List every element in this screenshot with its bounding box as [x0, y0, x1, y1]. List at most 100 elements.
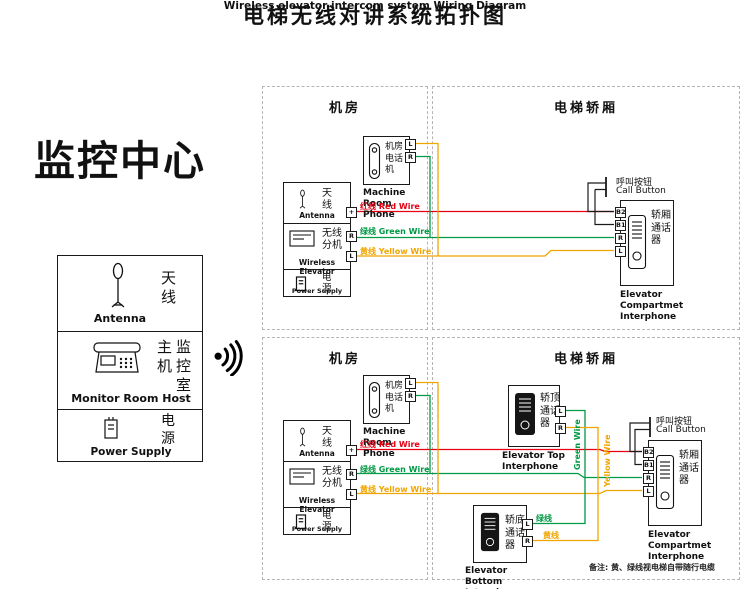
- terminal-b2: B2: [615, 207, 626, 218]
- terminal-l: L: [643, 486, 654, 497]
- note-text: 备注: 黄、绿线视电梯自带随行电缆: [589, 563, 715, 572]
- terminal-plus: +: [346, 445, 357, 456]
- green-wire-label-2: 绿线 Green Wire: [360, 465, 430, 474]
- antenna-icon: [299, 189, 306, 209]
- interphone-speaker-icon: [655, 454, 675, 510]
- machine-room-phone-label-en: Machine Room Phone: [363, 188, 406, 220]
- elevator-car-label-1: 电梯轿厢: [553, 101, 618, 116]
- yellow-wire-label-2: 黄线 Yellow Wire: [360, 485, 432, 494]
- machine-room-area-1: [262, 86, 428, 330]
- page-subtitle: Wireless elevator intercom system Wiring…: [223, 0, 527, 12]
- terminal-l: L: [346, 489, 357, 500]
- power-label-en: Power Supply: [90, 446, 172, 458]
- top-interphone-label-zh: 轿顶通话器: [540, 393, 560, 429]
- host-label-zh-col2: 监控室: [176, 338, 192, 394]
- power-supply-icon: [104, 417, 118, 439]
- machine-room-area-2: [262, 337, 428, 580]
- divider: [284, 269, 350, 270]
- top-interphone: 轿顶通话器 L R: [508, 385, 566, 447]
- antenna-label-en: Antenna: [299, 211, 335, 220]
- machine-room-phone-1: 机房电话机 L R: [363, 136, 416, 185]
- compartment-interphone-1: 轿厢通话器 B2 B1 R L: [615, 200, 674, 286]
- host-label-en: Monitor Room Host: [71, 392, 191, 405]
- bottom-interphone-label-zh: 轿底通话器: [505, 515, 525, 551]
- elevator-car-label-2: 电梯轿厢: [553, 352, 618, 367]
- wireless-unit-1: 天线 Antenna 无线分机 Wireless Elevator 电源 Pow…: [283, 182, 357, 297]
- terminal-l: L: [555, 406, 566, 417]
- power-label-zh: 电源: [161, 413, 175, 447]
- terminal-r: R: [615, 233, 626, 244]
- terminal-plus: +: [346, 207, 357, 218]
- terminal-r: R: [522, 536, 533, 547]
- terminal-r: R: [346, 469, 357, 480]
- divider: [58, 331, 202, 332]
- machine-room-phone-label-zh: 机房电话机: [385, 381, 404, 415]
- antenna-label-en: Antenna: [299, 449, 335, 458]
- terminal-b2: B2: [643, 447, 654, 458]
- antenna-label-zh: 天线: [161, 269, 177, 306]
- antenna-label-zh: 天线: [322, 188, 332, 211]
- terminal-r: R: [405, 152, 416, 163]
- terminal-r: R: [555, 423, 566, 434]
- power-supply-icon: [295, 276, 307, 292]
- call-button-label-en-1: Call Button: [616, 186, 666, 196]
- monitor-center-box: 天线 Antenna 主机 监控室 Monitor Room Host: [57, 255, 203, 462]
- handset-icon: [368, 142, 381, 180]
- yellow-wire-label-1: 黄线 Yellow Wire: [360, 247, 432, 256]
- power-supply-icon: [295, 514, 307, 530]
- call-button-icon-2: [639, 417, 651, 437]
- machine-room-phone-label-zh: 机房电话机: [385, 142, 404, 176]
- machine-room-phone-2: 机房电话机 L R: [363, 375, 416, 424]
- divider: [284, 507, 350, 508]
- terminal-r: R: [346, 231, 357, 242]
- host-label-zh-col1: 主机: [157, 338, 173, 375]
- antenna-icon: [111, 262, 125, 308]
- compartment-label-zh: 轿厢通话器: [679, 450, 699, 486]
- host-label-zh: 主机 监控室: [157, 338, 192, 394]
- antenna-icon: [299, 427, 306, 447]
- terminal-b1: B1: [643, 460, 654, 471]
- interphone-speaker-dark-icon: [480, 512, 500, 552]
- terminal-r: R: [643, 473, 654, 484]
- machine-room-phone-label-en: Machine Room Phone: [363, 427, 406, 459]
- elevator-car-area-2: [432, 337, 740, 580]
- wireless-label-zh: 无线分机: [322, 228, 342, 251]
- wireless-label-zh: 无线分机: [322, 466, 342, 489]
- power-label-zh: 电源: [322, 272, 332, 295]
- divider: [284, 461, 350, 462]
- terminal-l: L: [522, 519, 533, 530]
- terminal-l: L: [405, 139, 416, 150]
- wireless-unit-2: 天线 Antenna 无线分机 Wireless Elevator 电源 Pow…: [283, 420, 357, 535]
- compartment-label-zh: 轿厢通话器: [651, 210, 671, 246]
- handset-icon: [368, 381, 381, 419]
- antenna-label-zh: 天线: [322, 426, 332, 449]
- page-title: 电梯无线对讲系统拓扑图: [243, 4, 507, 28]
- antenna-label-en: Antenna: [93, 312, 147, 325]
- top-interphone-label-en: Elevator Top Interphone: [502, 451, 565, 472]
- wireless-device-icon: [289, 230, 315, 247]
- terminal-l: L: [346, 251, 357, 262]
- machine-room-label-1: 机房: [328, 101, 361, 116]
- wires-bottom: [351, 381, 651, 542]
- desk-phone-icon: [93, 342, 141, 373]
- yellow-wire-vertical-label: Yellow Wire: [603, 434, 612, 487]
- call-button-icon-1: [595, 177, 607, 197]
- red-wire-label-1: 红线 Red Wire: [360, 202, 420, 211]
- call-button-label-zh-2: 呼叫按钮: [656, 417, 693, 427]
- divider: [284, 223, 350, 224]
- green-wire-tag: 绿线: [536, 514, 552, 523]
- interphone-speaker-icon: [627, 214, 647, 270]
- call-button-label-zh-1: 呼叫按钮: [616, 178, 653, 188]
- power-label-zh: 电源: [322, 510, 332, 533]
- machine-room-label-2: 机房: [328, 352, 361, 367]
- wireless-label-en: Wireless Elevator: [298, 258, 336, 276]
- green-wire-label-1: 绿线 Green Wire: [360, 227, 430, 236]
- power-label-en: Power Supply: [291, 525, 343, 533]
- wireless-label-en: Wireless Elevator: [298, 496, 336, 514]
- compartment-label-en-1: Elevator Compartmet Interphone: [620, 290, 684, 322]
- wireless-signal-icon: [214, 340, 243, 376]
- bottom-interphone: 轿底通话器 L R: [473, 505, 533, 563]
- wires-top: [351, 142, 614, 257]
